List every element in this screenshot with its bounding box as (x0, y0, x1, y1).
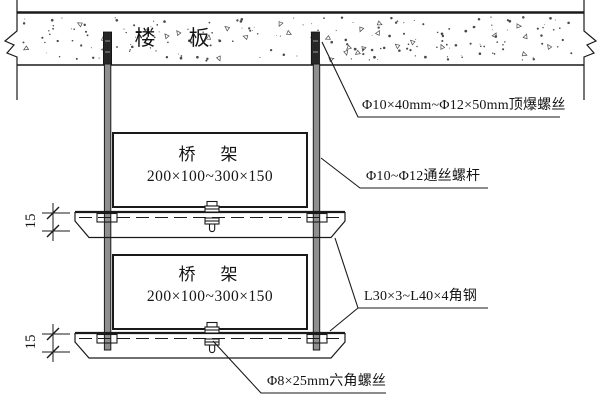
break-mark-left (3, 0, 18, 100)
leader-anchor-bolt (321, 41, 560, 118)
threaded-rod-right (312, 63, 321, 351)
dim-text-upper: 15 (23, 213, 40, 229)
slab-label: 楼 板 (134, 26, 216, 50)
rod-nut-upper-left (96, 212, 118, 223)
tray-lower-title: 桥 架 (178, 265, 242, 284)
threaded-rod-left (103, 63, 112, 351)
callout-hex-bolt: Φ8×25mm六角螺丝 (267, 374, 387, 389)
dim-text-lower: 15 (23, 334, 40, 350)
rod-nut-lower-right (306, 333, 328, 344)
callout-threaded-rod: Φ10~Φ12通丝螺杆 (366, 169, 481, 184)
cable-tray-lower-box (112, 254, 308, 330)
leader-threaded-rod (320, 157, 488, 189)
floor-slab (17, 11, 584, 66)
dimension-upper (42, 203, 70, 241)
leader-hex-bolt (212, 340, 386, 394)
callout-angle-steel: L30×3~L40×4角钢 (364, 289, 478, 304)
leader-angle-steel (329, 237, 488, 332)
slab-texture (22, 16, 573, 63)
tray-upper-size: 200×100~300×150 (146, 168, 274, 185)
callout-anchor-bolt: Φ10×40mm~Φ12×50mm顶爆螺丝 (362, 98, 566, 113)
cable-tray-upper-box (112, 132, 308, 208)
tray-upper-title: 桥 架 (178, 145, 242, 164)
dimension-lower (42, 324, 70, 362)
rod-nut-upper-right (306, 212, 328, 223)
tray-lower-size: 200×100~300×150 (146, 288, 274, 305)
break-mark-right (583, 0, 598, 100)
anchor-bolt-right (310, 31, 320, 65)
hex-bolt-lower (204, 321, 220, 354)
hex-bolt-upper (204, 200, 220, 233)
rod-nut-lower-left (96, 333, 118, 344)
